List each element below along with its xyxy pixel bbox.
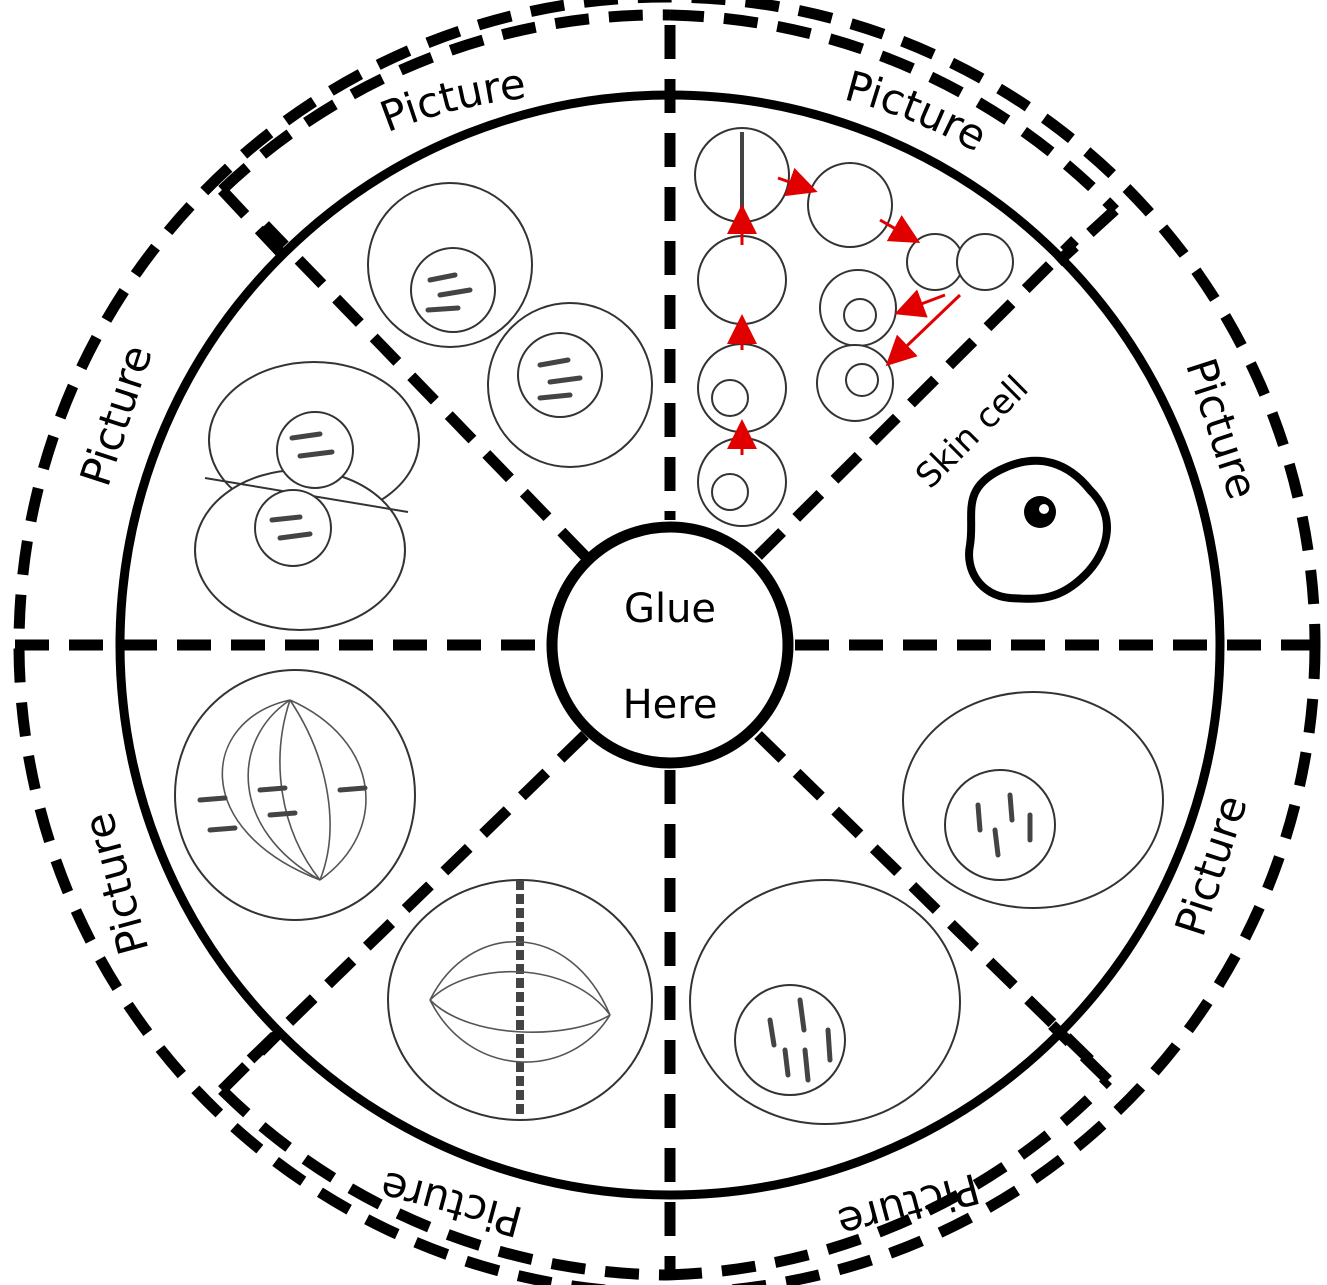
metaphase-cell bbox=[388, 880, 652, 1120]
prophase-cell bbox=[690, 880, 960, 1124]
picture-label-bottom-right: Picture bbox=[1166, 789, 1257, 942]
skin-cell-drawing bbox=[969, 461, 1107, 599]
anaphase-cell bbox=[175, 670, 415, 920]
picture-label-top-left: Picture bbox=[374, 59, 529, 142]
here-text: Here bbox=[623, 682, 718, 728]
skin-cell-nucleolus bbox=[1039, 504, 1049, 514]
cytokinesis-cell bbox=[195, 362, 419, 630]
picture-label-bottom-left: Picture bbox=[833, 1164, 985, 1249]
interphase-cell bbox=[903, 692, 1163, 908]
glue-text: Glue bbox=[624, 586, 716, 632]
